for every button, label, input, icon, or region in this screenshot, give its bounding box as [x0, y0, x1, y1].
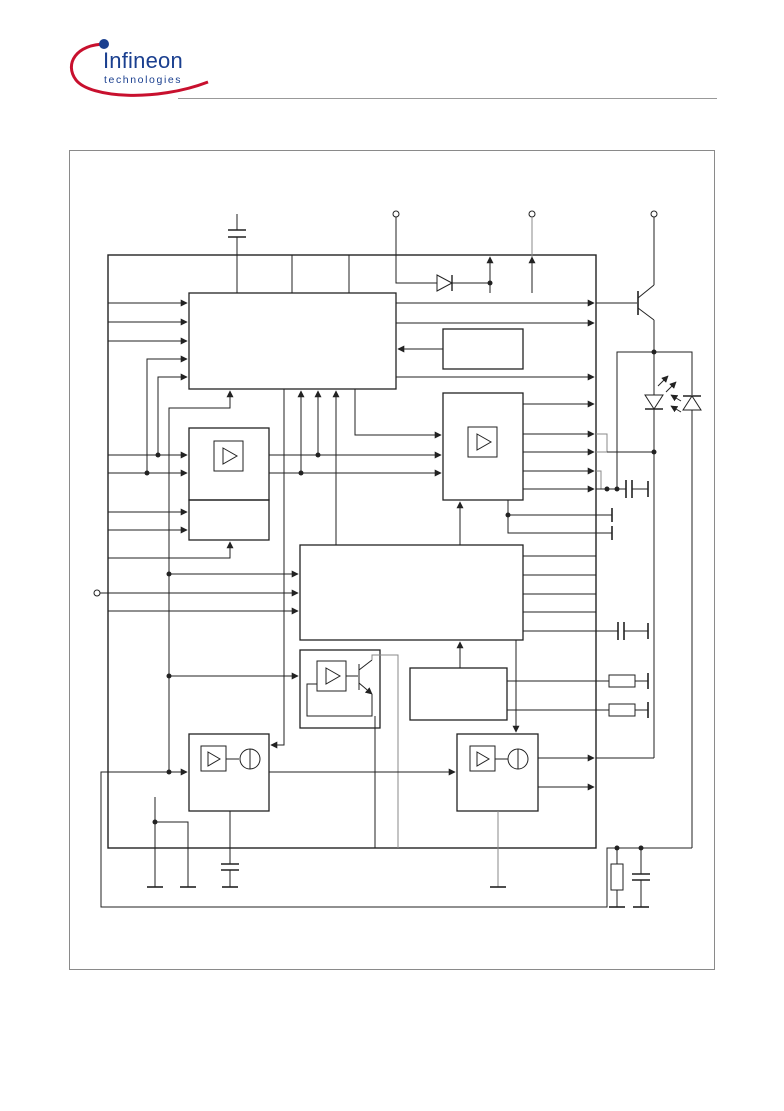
current-source-icon — [495, 748, 529, 770]
logo-brand-text: Infineon — [103, 48, 183, 73]
capacitor-top — [228, 214, 246, 293]
logo-tagline-text: technologies — [104, 74, 183, 86]
amplifier-icon — [467, 426, 498, 458]
diode-top — [436, 274, 454, 292]
resistor-bottom-right — [609, 848, 625, 908]
current-source-icon — [226, 748, 261, 770]
capacitor-right-2 — [617, 622, 649, 640]
resistor-right-1 — [608, 673, 649, 689]
phototransistor-amp-block — [299, 649, 381, 729]
main-control-block — [188, 292, 397, 390]
logo-swoosh-icon — [69, 39, 209, 97]
amplifier-block-right — [442, 392, 524, 501]
aux-block-right — [442, 328, 524, 370]
photodiode — [670, 394, 702, 848]
figure-frame — [69, 150, 715, 970]
capacitor-bottom — [221, 811, 239, 888]
pin-terminal — [528, 210, 536, 218]
pin-terminal — [93, 589, 101, 597]
pin-terminal — [392, 210, 400, 218]
amplifier-icon — [316, 660, 347, 692]
amplifier-icon — [200, 745, 227, 772]
block-lower-right — [409, 667, 508, 721]
header-divider — [178, 98, 717, 99]
resistor-right-2 — [608, 702, 649, 718]
amplifier-icon — [213, 440, 244, 472]
transistor-icon — [306, 654, 399, 848]
ic-outline — [107, 254, 597, 849]
central-block — [299, 544, 524, 641]
current-source-block-right — [456, 733, 539, 812]
amplifier-block-left — [188, 427, 270, 501]
capacitor-right-1 — [625, 480, 649, 498]
infineon-logo: Infineon technologies — [66, 38, 216, 102]
pin-terminal — [650, 210, 658, 218]
capacitor-bottom-right — [632, 848, 650, 908]
amplifier-icon — [469, 745, 496, 772]
sub-block-left — [188, 499, 270, 541]
led-emitter — [644, 375, 677, 758]
pnp-transistor — [596, 217, 657, 395]
